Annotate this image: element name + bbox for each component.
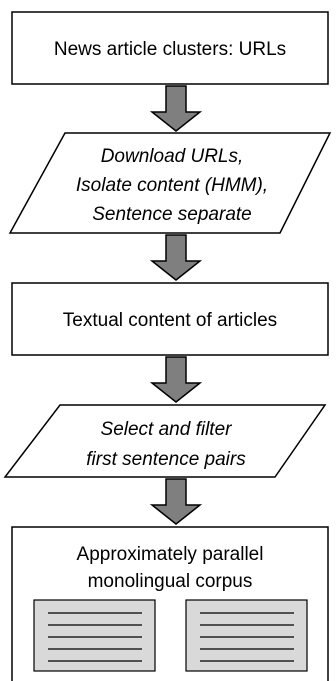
arrow-1 xyxy=(149,85,203,132)
corpus-line-2: monolingual corpus xyxy=(88,571,253,592)
arrow-4 xyxy=(149,478,203,525)
corpus-line-1: Approximately parallel xyxy=(77,544,264,565)
download-line-3: Sentence separate xyxy=(92,204,252,225)
download-parallelogram: Download URLs, Isolate content (HMM), Se… xyxy=(8,132,332,234)
select-parallelogram: Select and filter first sentence pairs xyxy=(3,404,327,478)
document-icon xyxy=(185,599,308,672)
textual-label: Textual content of articles xyxy=(63,310,277,331)
arrow-3 xyxy=(149,356,203,403)
select-line-1: Select and filter xyxy=(101,419,233,440)
urls-label: News article clusters: URLs xyxy=(54,39,286,60)
urls-box: News article clusters: URLs xyxy=(11,11,329,85)
textual-box: Textual content of articles xyxy=(11,282,329,356)
corpus-box: Approximately parallel monolingual corpu… xyxy=(11,526,329,681)
document-icon xyxy=(33,599,156,672)
select-line-2: first sentence pairs xyxy=(86,449,246,470)
download-line-1: Download URLs, xyxy=(101,146,244,167)
download-line-2: Isolate content (HMM), xyxy=(76,175,268,196)
arrow-2 xyxy=(149,234,203,281)
